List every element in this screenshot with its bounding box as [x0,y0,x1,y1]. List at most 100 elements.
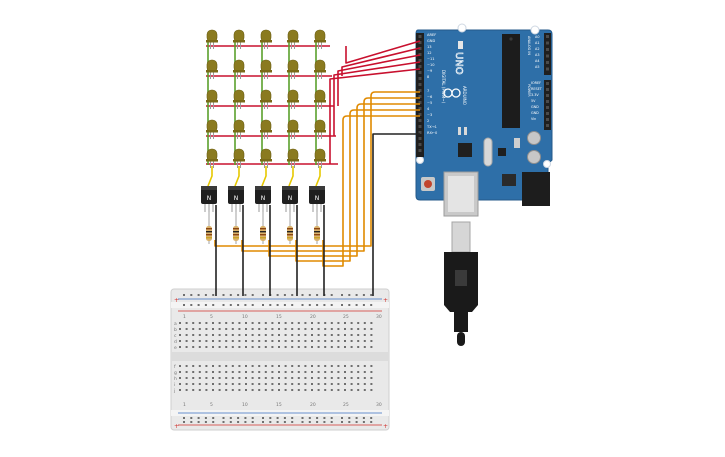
breadboard-hole[interactable] [363,334,366,336]
breadboard-rail-hole[interactable] [183,304,185,306]
breadboard-hole[interactable] [324,377,327,379]
breadboard-hole[interactable] [198,371,201,373]
breadboard-rail-hole[interactable] [229,304,232,306]
breadboard-rail-hole[interactable] [348,304,351,306]
breadboard-hole[interactable] [278,377,280,379]
breadboard-hole[interactable] [311,322,313,324]
breadboard-rail-hole[interactable] [204,421,207,423]
breadboard-hole[interactable] [357,371,360,373]
pin-socket[interactable] [418,71,422,74]
reset-button[interactable] [424,180,432,188]
breadboard-hole[interactable] [370,334,373,336]
breadboard-hole[interactable] [258,371,261,373]
breadboard-hole[interactable] [271,346,274,348]
pin-socket[interactable] [418,125,422,128]
breadboard-hole[interactable] [344,383,346,385]
breadboard-hole[interactable] [258,340,261,342]
breadboard-hole[interactable] [192,346,195,348]
pin-socket[interactable] [546,41,549,45]
breadboard-rail-hole[interactable] [362,304,365,306]
breadboard-rail-hole[interactable] [283,421,286,423]
breadboard-rail-hole[interactable] [370,421,373,423]
breadboard-hole[interactable] [324,389,327,391]
breadboard-hole[interactable] [245,346,247,348]
breadboard-rail-hole[interactable] [323,304,326,306]
breadboard-rail-hole[interactable] [244,304,247,306]
breadboard-hole[interactable] [271,377,274,379]
pin-socket[interactable] [546,100,549,103]
breadboard-hole[interactable] [251,334,254,336]
breadboard-rail-hole[interactable] [291,294,294,296]
breadboard-hole[interactable] [198,389,201,391]
breadboard-hole[interactable] [245,322,247,324]
breadboard-hole[interactable] [317,389,320,391]
breadboard-hole[interactable] [198,334,201,336]
breadboard-hole[interactable] [330,377,333,379]
breadboard-hole[interactable] [330,334,333,336]
breadboard-hole[interactable] [185,328,188,330]
breadboard-rail-hole[interactable] [283,417,286,419]
breadboard-rail-hole[interactable] [348,421,351,423]
breadboard-hole[interactable] [238,340,241,342]
breadboard-hole[interactable] [330,389,333,391]
pin-socket[interactable] [418,59,422,62]
breadboard-rail-hole[interactable] [316,417,319,419]
breadboard-hole[interactable] [337,334,340,336]
breadboard-hole[interactable] [291,322,294,324]
breadboard-hole[interactable] [370,328,373,330]
breadboard-hole[interactable] [311,389,313,391]
breadboard-hole[interactable] [344,328,346,330]
pin-socket[interactable] [546,106,549,109]
pin-socket[interactable] [546,35,549,38]
breadboard-hole[interactable] [192,377,195,379]
breadboard-rail-hole[interactable] [212,417,215,419]
npn-transistor[interactable] [255,188,271,204]
breadboard-rail-hole[interactable] [262,417,264,419]
breadboard-hole[interactable] [350,334,353,336]
pin-socket[interactable] [418,95,422,98]
breadboard-hole[interactable] [344,334,346,336]
breadboard-rail-hole[interactable] [212,304,215,306]
breadboard-rail-hole[interactable] [330,417,333,419]
breadboard-rail-hole[interactable] [330,421,333,423]
pin-socket[interactable] [546,112,549,115]
breadboard-hole[interactable] [350,377,353,379]
breadboard-rail-hole[interactable] [212,294,215,296]
breadboard-hole[interactable] [370,377,373,379]
breadboard-hole[interactable] [363,371,366,373]
breadboard-hole[interactable] [330,365,333,367]
breadboard-hole[interactable] [238,322,241,324]
breadboard-hole[interactable] [245,377,247,379]
breadboard-hole[interactable] [291,389,294,391]
breadboard-rail-hole[interactable] [183,417,185,419]
breadboard-hole[interactable] [251,322,254,324]
breadboard-hole[interactable] [297,389,300,391]
breadboard-hole[interactable] [304,328,307,330]
breadboard-rail-hole[interactable] [355,304,358,306]
breadboard-rail-hole[interactable] [301,294,304,296]
breadboard-rail-hole[interactable] [301,304,304,306]
breadboard-rail-hole[interactable] [229,421,232,423]
breadboard-rail-hole[interactable] [291,304,294,306]
breadboard-hole[interactable] [218,371,221,373]
breadboard-hole[interactable] [363,322,366,324]
pin-socket[interactable] [546,48,549,51]
breadboard-hole[interactable] [337,377,340,379]
breadboard-rail-hole[interactable] [190,304,193,306]
breadboard-rail-hole[interactable] [341,421,343,423]
breadboard-hole[interactable] [344,346,346,348]
breadboard-rail-hole[interactable] [308,417,311,419]
breadboard-hole[interactable] [311,383,313,385]
breadboard-hole[interactable] [284,365,287,367]
breadboard-hole[interactable] [304,346,307,348]
breadboard-hole[interactable] [350,389,353,391]
breadboard-rail-hole[interactable] [330,304,333,306]
breadboard-hole[interactable] [264,340,267,342]
breadboard-hole[interactable] [271,322,274,324]
breadboard-hole[interactable] [324,383,327,385]
breadboard-rail-hole[interactable] [204,417,207,419]
breadboard-hole[interactable] [291,377,294,379]
breadboard-hole[interactable] [291,346,294,348]
breadboard-rail-hole[interactable] [355,294,358,296]
breadboard-rail-hole[interactable] [269,417,272,419]
